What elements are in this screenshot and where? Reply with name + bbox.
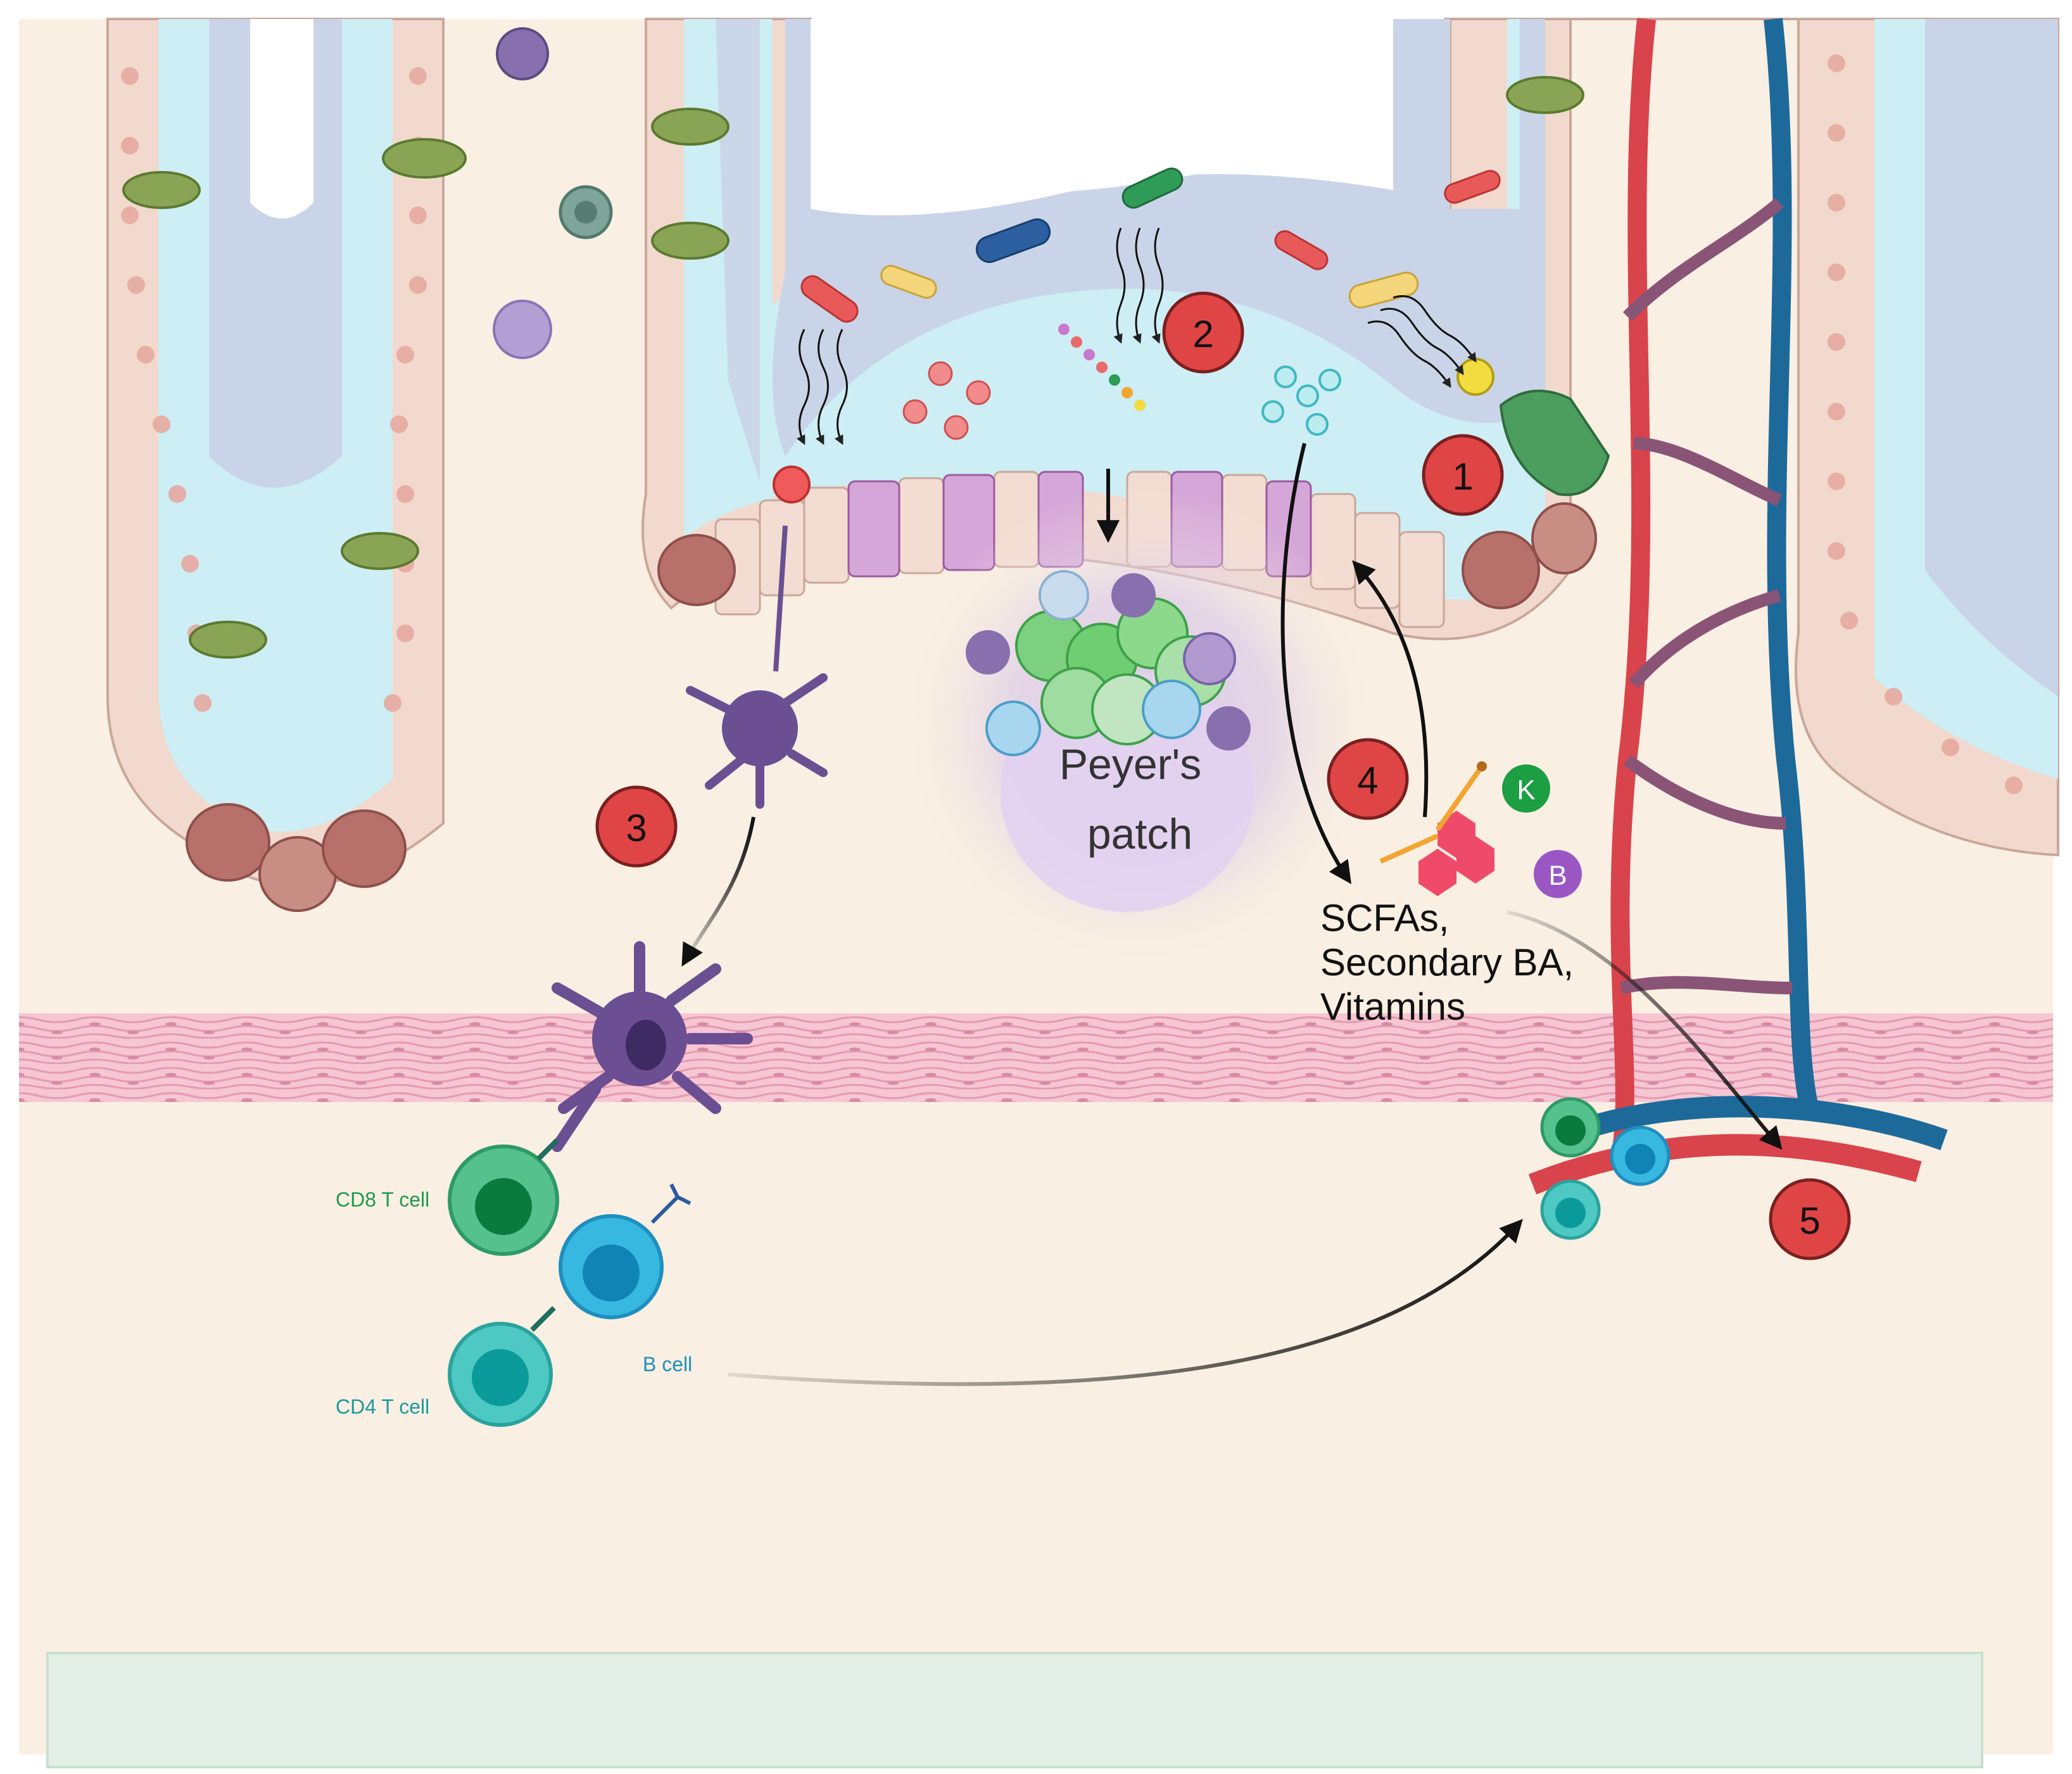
step-3-label: 3 — [626, 807, 647, 849]
dendritic-cell-migrated — [552, 941, 753, 1152]
sensed-metabolite — [1456, 358, 1494, 396]
follicle-dendritic-cells — [966, 573, 1251, 751]
bacteria — [800, 167, 1501, 323]
circulating-lymphocytes — [1540, 1097, 1671, 1240]
microbial-dna-strand — [1058, 324, 1146, 411]
step-4-label: 4 — [1357, 759, 1378, 802]
metabolites-label-line2: Secondary BA, — [1320, 941, 1574, 984]
metabolites-label-line3: Vitamins — [1320, 985, 1465, 1028]
arrow-lymphocytes-to-circulation — [728, 1219, 1523, 1386]
blood-vessels — [1528, 18, 1948, 1194]
signal-waves — [796, 227, 1477, 445]
step-marker-3: 3 — [595, 785, 678, 868]
left-villus — [106, 18, 445, 912]
cd4-t-cell — [448, 1306, 556, 1427]
right-villus — [1444, 18, 2059, 857]
peyers-patch-label-line2: patch — [1087, 810, 1192, 858]
arrow-metabolites-to-circulation — [1507, 910, 1783, 1150]
step-marker-1: 1 — [1422, 434, 1504, 516]
vitamin-b-label: B — [1548, 860, 1567, 891]
step-marker-5: 5 — [1769, 1178, 1851, 1260]
dendritic-cell-sampling — [686, 525, 828, 809]
goblet-cells-left — [122, 138, 467, 659]
vitamin-k-badge: K — [1502, 764, 1550, 813]
step-marker-4: 4 — [1327, 738, 1409, 820]
goblet-cells-center — [651, 76, 1610, 497]
metabolites-label-line1: SCFAs, — [1320, 897, 1449, 939]
captured-antigen — [773, 466, 811, 504]
cd4-t-cell-label: CD4 T cell — [336, 1395, 429, 1418]
step-2-label: 2 — [1192, 313, 1213, 355]
peyers-patch — [899, 488, 1380, 969]
flow-arrows — [681, 443, 1783, 1386]
arrow-metabolites-to-epithelium — [1352, 560, 1429, 818]
muscularis-layer — [19, 1013, 2053, 1102]
antigen-particles-red — [902, 361, 991, 440]
arrow-dc-migration — [681, 816, 755, 967]
metabolite-icons — [1379, 761, 1494, 896]
vitamin-k-label: K — [1517, 775, 1535, 806]
step-1-label: 1 — [1452, 455, 1473, 498]
peyers-patch-label-line1: Peyer's — [1059, 740, 1202, 789]
bottom-panel — [46, 1652, 1983, 1768]
b-cell — [559, 1183, 692, 1319]
cd8-t-cell — [448, 1138, 559, 1256]
b-cell-label: B cell — [643, 1353, 692, 1376]
step-5-label: 5 — [1799, 1200, 1820, 1242]
cd8-t-cell-label: CD8 T cell — [336, 1188, 429, 1211]
arrow-to-metabolites — [1280, 443, 1352, 884]
lamina-propria-cells — [493, 27, 613, 359]
step-marker-2: 2 — [1162, 291, 1244, 374]
vitamin-b-badge: B — [1534, 850, 1582, 898]
antigen-particles-teal — [1261, 365, 1341, 436]
lymphoid-follicle-cells — [985, 570, 1236, 756]
